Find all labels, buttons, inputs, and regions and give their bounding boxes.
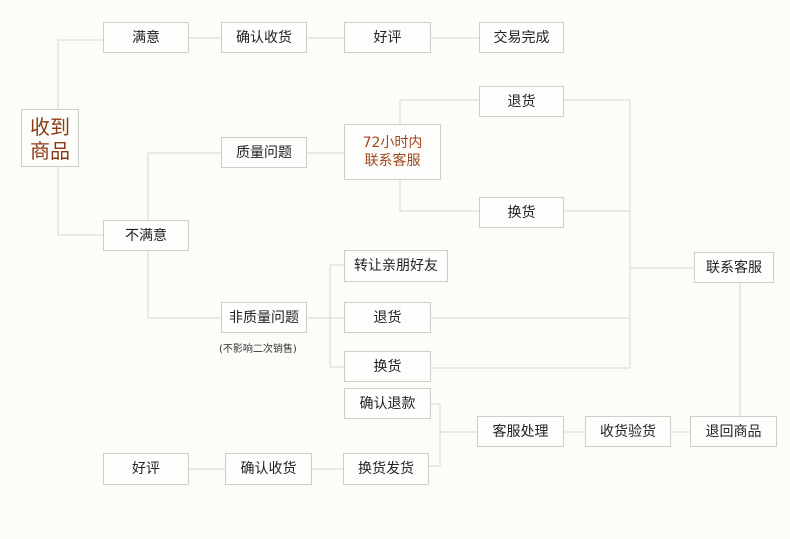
connector-cs72-return [399,99,480,124]
quality-issue-node: 质量问题 [221,137,307,168]
connector-unsatisfied-nonquality [147,251,222,319]
satisfied-node: 满意 [103,22,189,53]
received-goods-node: 收到 商品 [21,109,79,167]
cs-72h-node: 72小时内 联系客服 [344,124,441,180]
return-goods-node: 退回商品 [690,416,777,447]
received-line2: 商品 [30,139,70,163]
good-review-node-bottom: 好评 [103,453,189,485]
connector-cs72-exchange [399,180,480,212]
confirm-receipt-node-top: 确认收货 [221,22,307,53]
cs-72h-line1: 72小时内 [362,135,423,151]
confirm-receipt-node-bottom: 确认收货 [225,453,312,485]
connector-received-satisfied [57,39,104,114]
non-quality-note: (不影响二次销售) [219,344,297,355]
contact-cs-node: 联系客服 [694,252,774,283]
connector-cs-handle-split [428,403,478,467]
non-quality-issue-node: 非质量问题 [221,302,307,333]
good-review-node-top: 好评 [344,22,431,53]
exchange-ship-node: 换货发货 [343,453,429,485]
receive-inspect-node: 收货验货 [585,416,671,447]
exchange-node-mid: 换货 [344,351,431,382]
connector-received-unsatisfied [57,167,104,236]
return-node-top: 退货 [479,86,564,117]
connector-nonquality-transfer [306,264,345,319]
connector-nonquality-exchange [329,318,345,368]
deal-done-node: 交易完成 [479,22,564,53]
confirm-refund-node: 确认退款 [344,388,431,419]
cs-72h-line2: 联系客服 [364,153,421,169]
cs-handle-node: 客服处理 [477,416,564,447]
connector-unsatisfied-quality [147,152,222,220]
exchange-node-top: 换货 [479,197,564,228]
connector-return-right [563,99,631,211]
received-line1: 收到 [30,115,70,139]
transfer-friend-node: 转让亲朋好友 [344,250,448,282]
return-node-mid: 退货 [344,302,431,333]
unsatisfied-node: 不满意 [103,220,189,251]
